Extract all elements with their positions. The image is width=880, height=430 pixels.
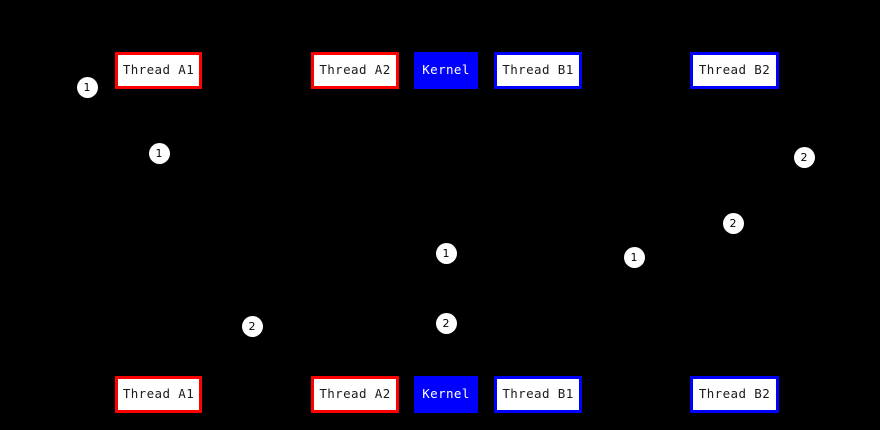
message-marker-m5[interactable]: 1 [435, 242, 457, 264]
participant-label: Thread B1 [502, 386, 574, 402]
message-marker-m3[interactable]: 2 [793, 146, 815, 168]
participant-label: Kernel [422, 62, 470, 78]
lifeline-stub-kernel-top [445, 88, 447, 93]
participant-label: Thread B2 [698, 386, 771, 402]
participant-box-thread-b1-bottom[interactable]: Thread B1 [494, 376, 582, 413]
lifeline-stub-thread-a1-bottom [157, 372, 159, 377]
message-marker-m2[interactable]: 1 [148, 142, 170, 164]
message-marker-m1[interactable]: 1 [76, 76, 98, 98]
participant-box-thread-b2-bottom[interactable]: Thread B2 [690, 376, 779, 413]
lifeline-stub-kernel-bottom [445, 372, 447, 377]
participant-box-thread-a1-top[interactable]: Thread A1 [115, 52, 202, 89]
message-marker-label: 2 [248, 319, 256, 333]
participant-box-thread-a1-bottom[interactable]: Thread A1 [115, 376, 202, 413]
participant-label: Thread A2 [319, 62, 391, 78]
participant-box-kernel-top[interactable]: Kernel [414, 52, 478, 89]
message-marker-label: 1 [630, 250, 638, 264]
lifeline-thread-a1 [158, 89, 159, 376]
message-marker-label: 1 [83, 80, 91, 94]
participant-box-thread-a2-bottom[interactable]: Thread A2 [311, 376, 399, 413]
participant-box-thread-b1-top[interactable]: Thread B1 [494, 52, 582, 89]
participant-box-thread-a2-top[interactable]: Thread A2 [311, 52, 399, 89]
participant-label: Kernel [422, 386, 470, 402]
lifeline-thread-b1 [538, 89, 539, 376]
message-marker-label: 2 [800, 150, 808, 164]
participant-box-kernel-bottom[interactable]: Kernel [414, 376, 478, 413]
participant-label: Thread B2 [698, 62, 771, 78]
lifeline-kernel [446, 89, 447, 376]
lifeline-stub-thread-b2-bottom [733, 372, 735, 377]
lifeline-thread-a2 [355, 89, 356, 376]
lifeline-stub-thread-b2-top [733, 88, 735, 93]
lifeline-stub-thread-b1-top [537, 88, 539, 93]
participant-label: Thread A1 [122, 386, 195, 402]
lifeline-stub-thread-a2-top [354, 88, 356, 93]
message-marker-m8[interactable]: 2 [435, 312, 457, 334]
message-marker-label: 2 [442, 316, 450, 330]
lifeline-stub-thread-a1-top [157, 88, 159, 93]
message-marker-m4[interactable]: 2 [722, 212, 744, 234]
lifeline-stub-thread-b1-bottom [537, 372, 539, 377]
participant-label: Thread A2 [319, 386, 391, 402]
participant-label: Thread A1 [122, 62, 195, 78]
message-marker-m6[interactable]: 1 [623, 246, 645, 268]
participant-label: Thread B1 [502, 62, 574, 78]
message-marker-m7[interactable]: 2 [241, 315, 263, 337]
message-marker-label: 1 [155, 146, 163, 160]
message-marker-label: 1 [442, 246, 450, 260]
lifeline-stub-thread-a2-bottom [354, 372, 356, 377]
participant-box-thread-b2-top[interactable]: Thread B2 [690, 52, 779, 89]
message-marker-label: 2 [729, 216, 737, 230]
